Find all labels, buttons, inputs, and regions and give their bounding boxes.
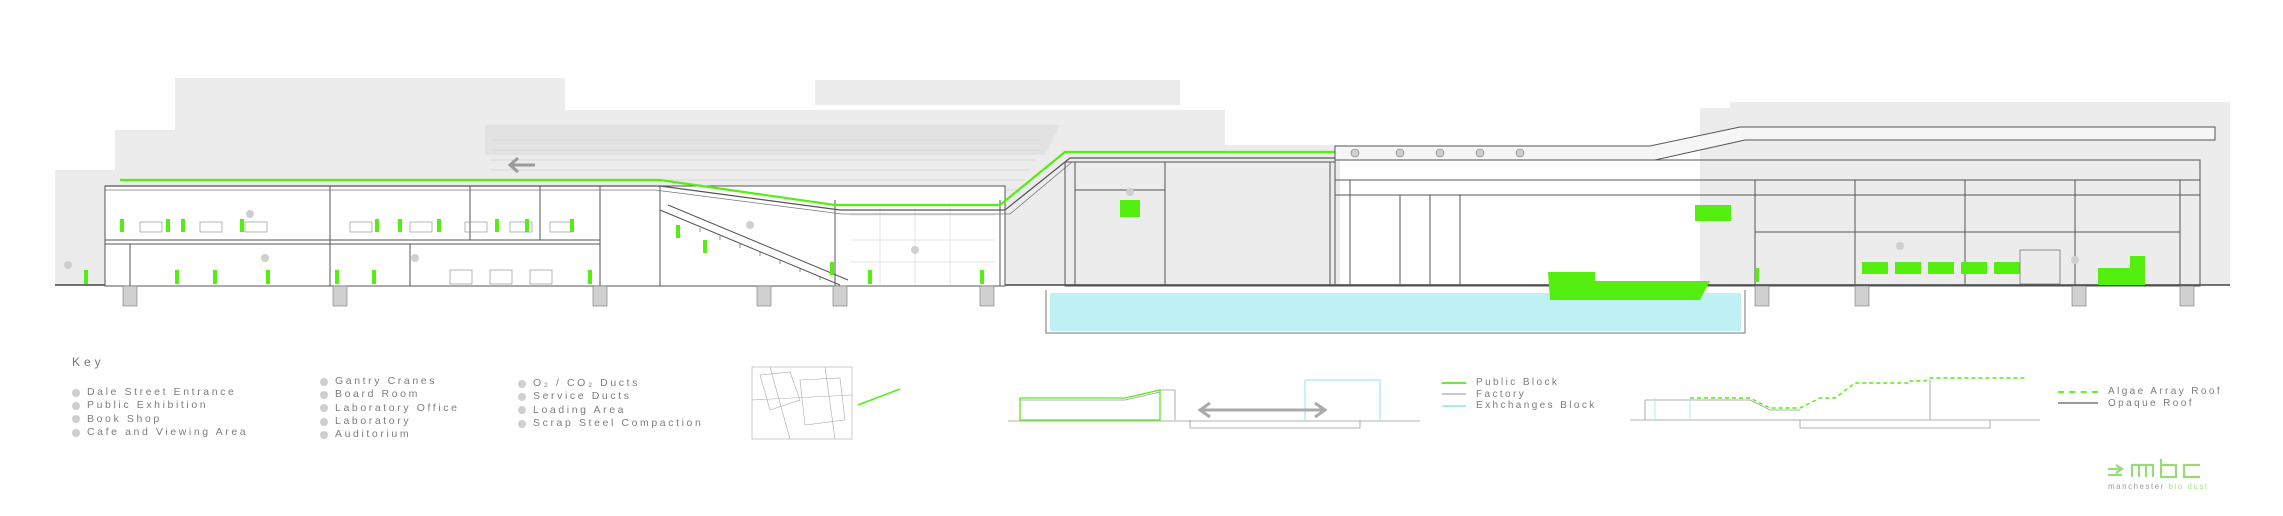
exchanges-duct-green bbox=[1120, 200, 1140, 217]
key-marker-icon bbox=[72, 401, 80, 410]
key-title: Key bbox=[72, 355, 105, 369]
public-block-furniture bbox=[139, 221, 573, 285]
factory-machinery bbox=[1862, 256, 2145, 285]
boat-green bbox=[1548, 272, 1710, 300]
legend-blocks: Public Block Factory Exhchanges Block bbox=[1442, 377, 1597, 412]
people-figures bbox=[84, 219, 1759, 284]
legend-item: Algae Array Roof bbox=[2058, 386, 2222, 398]
arrow-left-icon bbox=[507, 156, 535, 174]
key-item: Gantry Cranes bbox=[320, 375, 460, 388]
legend-swatch bbox=[1442, 404, 1466, 407]
factory-duct-green bbox=[1695, 205, 1731, 221]
algae-array-roof bbox=[120, 150, 1335, 207]
key-item: O₂ / CO₂ Ducts bbox=[518, 377, 703, 390]
key-marker-icon bbox=[72, 415, 80, 424]
key-item: Laboratory bbox=[320, 415, 460, 428]
key-item: Scrap Steel Compaction bbox=[518, 417, 703, 430]
key-item: Book Shop bbox=[72, 413, 248, 426]
key-item: Service Ducts bbox=[518, 390, 703, 403]
location-plan-highlight bbox=[857, 388, 901, 406]
key-item: Auditorium bbox=[320, 428, 460, 441]
key-marker-icon bbox=[518, 419, 526, 428]
key-column-1: Dale Street Entrance Public Exhibition B… bbox=[72, 386, 248, 439]
key-markers bbox=[64, 188, 2079, 269]
mini-diagram-blocks bbox=[1008, 379, 1420, 429]
legend-swatch bbox=[1442, 393, 1466, 396]
public-block-stairs bbox=[699, 228, 821, 280]
public-block-structure bbox=[104, 185, 1006, 287]
key-marker-icon bbox=[320, 377, 328, 386]
location-plan-thumbnail bbox=[751, 366, 853, 440]
key-marker-icon bbox=[320, 430, 328, 439]
key-marker-icon bbox=[320, 404, 328, 413]
legend-swatch bbox=[2058, 402, 2098, 405]
foundations bbox=[122, 285, 2195, 307]
key-column-2: Gantry Cranes Board Room Laboratory Offi… bbox=[320, 375, 460, 441]
mbd-logo bbox=[2108, 459, 2200, 479]
key-marker-icon bbox=[72, 428, 80, 437]
factory-compactor bbox=[2019, 249, 2061, 285]
key-item: Public Exhibition bbox=[72, 399, 248, 412]
key-item: Dale Street Entrance bbox=[72, 386, 248, 399]
legend-item: Public Block bbox=[1442, 377, 1597, 389]
legend-item: Factory bbox=[1442, 389, 1597, 401]
legend-roofs: Algae Array Roof Opaque Roof bbox=[2058, 386, 2222, 409]
legend-swatch bbox=[2058, 390, 2098, 393]
key-marker-icon bbox=[320, 417, 328, 426]
public-block-grid bbox=[850, 205, 995, 285]
mini-diagram-roofs bbox=[1630, 377, 2040, 429]
key-item: Loading Area bbox=[518, 404, 703, 417]
key-marker-icon bbox=[518, 379, 526, 388]
key-marker-icon bbox=[518, 406, 526, 415]
key-item: Board Room bbox=[320, 388, 460, 401]
opaque-roof-upper bbox=[105, 157, 1335, 211]
legend-item: Exhchanges Block bbox=[1442, 400, 1597, 412]
key-column-3: O₂ / CO₂ Ducts Service Ducts Loading Are… bbox=[518, 377, 703, 430]
duct-nodes bbox=[1350, 148, 1525, 158]
key-marker-icon bbox=[72, 388, 80, 397]
key-marker-icon bbox=[320, 390, 328, 399]
legend-swatch bbox=[1442, 381, 1466, 384]
key-item: Laboratory Office bbox=[320, 402, 460, 415]
water-basin bbox=[1045, 290, 1746, 334]
key-marker-icon bbox=[518, 392, 526, 401]
factory-structure bbox=[1334, 159, 2201, 287]
brand-subtitle: manchester bio dust bbox=[2108, 482, 2209, 491]
legend-item: Opaque Roof bbox=[2058, 398, 2222, 410]
key-item: Cafe and Viewing Area bbox=[72, 426, 248, 439]
